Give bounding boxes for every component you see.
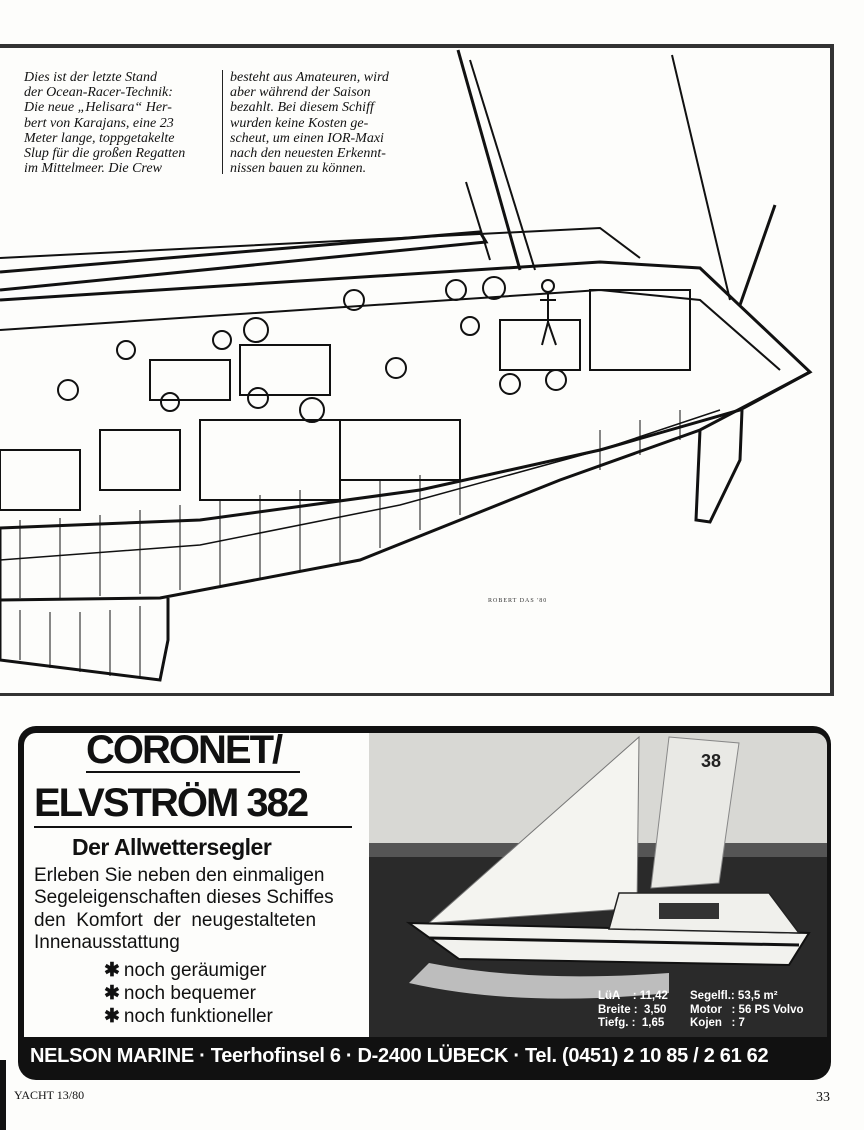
bullet-item: ✱noch geräumiger: [104, 960, 267, 981]
specs-left: LüA : 11,42 Breite : 3,50 Tiefg. : 1,65: [598, 990, 668, 1029]
specs-right: Segelfl.: 53,5 m² Motor : 56 PS Volvo Ko…: [690, 990, 804, 1029]
caption-column-1: Dies ist der letzte Stand der Ocean-Race…: [24, 70, 186, 177]
column-divider: [222, 70, 223, 174]
brand-name-line-1: CORONET/: [86, 728, 283, 772]
asterisk-icon: ✱: [104, 960, 120, 981]
illustrator-signature: ROBERT DAS '80: [488, 598, 548, 604]
bullet-item: ✱noch bequemer: [104, 983, 256, 1004]
ad-body-text: Erleben Sie neben den einmaligen Segelei…: [34, 865, 334, 954]
brand-underline-1: [86, 771, 300, 773]
ad-tagline: Der Allwettersegler: [72, 834, 272, 860]
sail-number: 38: [701, 751, 721, 771]
asterisk-icon: ✱: [104, 983, 120, 1004]
caption-column-2: besteht aus Amateuren, wird aber während…: [230, 70, 389, 177]
page-edge-shadow: [0, 1060, 6, 1130]
sailboat-photo: 38: [369, 733, 827, 1037]
asterisk-icon: ✱: [104, 1006, 120, 1027]
brand-name-line-2: ELVSTRÖM 382: [34, 781, 309, 825]
dealer-address: NELSON MARINE · Teerhofinsel 6 · D-2400 …: [30, 1045, 769, 1067]
yacht-cutaway-illustration: [0, 49, 813, 682]
illustration-frame: [0, 44, 834, 696]
brand-underline-2: [34, 826, 352, 828]
page-number: 33: [816, 1090, 830, 1105]
bullet-item: ✱noch funktioneller: [104, 1006, 273, 1027]
magazine-issue: YACHT 13/80: [14, 1088, 85, 1102]
ad-text-panel: [24, 733, 369, 1037]
